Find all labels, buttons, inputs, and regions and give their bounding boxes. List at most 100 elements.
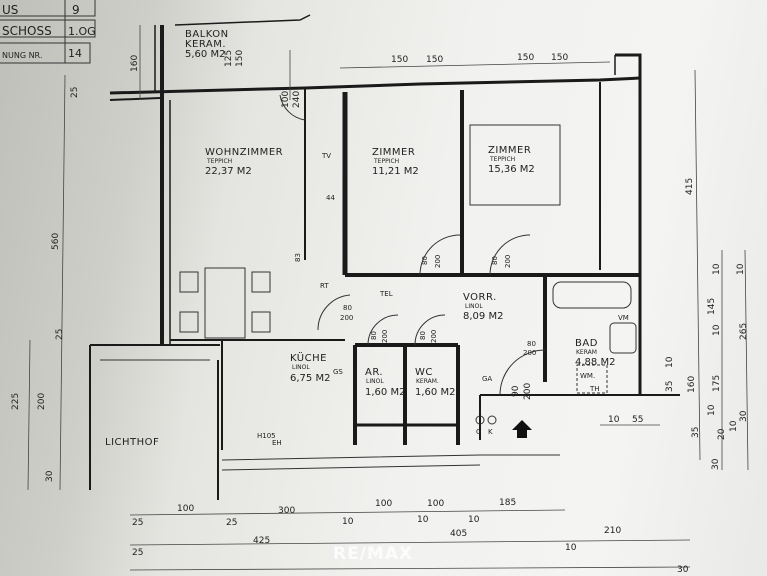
entrance-arrow-icon (512, 420, 532, 438)
dimension-label: 100 (375, 499, 392, 509)
ga-label: GA (482, 375, 492, 383)
th-label: TH (589, 385, 600, 393)
dimension-label: 200 (37, 393, 47, 410)
dimension-label: 10 (707, 404, 717, 416)
info-label-haus: US (2, 3, 18, 17)
dimension-label: 100 (427, 499, 444, 509)
room-name: AR. (365, 367, 383, 378)
room-floor: KERAM. (416, 378, 439, 385)
dimension-label: 55 (632, 415, 643, 425)
door-height: 200 (523, 349, 536, 357)
dimension-label: 100 (177, 504, 194, 514)
door-labels: 80 200 80 200 80 200 80 200 80 200 80 20… (340, 255, 536, 400)
dimension-label: 35 (691, 427, 701, 438)
room-area: 6,75 M2 (290, 373, 330, 384)
room-area: 1,60 M2 (415, 387, 455, 398)
dimension-label: 10 (712, 324, 722, 336)
room-name: KÜCHE (290, 351, 327, 364)
door-width: 80 (419, 331, 427, 340)
room-floor: KERAM. (185, 39, 226, 50)
room-area: 11,21 M2 (372, 166, 419, 177)
dimension-label: 150 (551, 53, 568, 63)
dimension-label: 265 (739, 323, 749, 340)
room-area: 5,60 M2 (185, 49, 225, 60)
room-balkon: BALKON KERAM. 5,60 M2 (185, 29, 228, 60)
info-table: US 9 SCHOSS 1.OG NUNG NR. 14 (0, 0, 96, 64)
dimensions-bottom: 100 300 25 25 100 100 185 10 10 10 425 4… (129, 498, 691, 575)
room-name: ZIMMER (488, 145, 531, 156)
room-area: 22,37 M2 (205, 166, 252, 177)
dimension-label: 83 (294, 253, 302, 262)
walls (89, 14, 680, 500)
dimension-label: 150 (391, 55, 408, 65)
room-zimmer-1: ZIMMER TEPPICH 11,21 M2 (372, 147, 419, 177)
dimension-label: 30 (739, 410, 749, 422)
room-zimmer-2: ZIMMER TEPPICH 15,36 M2 (488, 145, 535, 175)
room-lichthof: LICHTHOF (105, 437, 159, 448)
rt-label: RT (320, 282, 329, 290)
dimension-label: 10 (729, 420, 739, 432)
door-width: 80 (343, 304, 352, 312)
room-name: WOHNZIMMER (205, 147, 283, 158)
dimension-label: 25 (132, 548, 143, 558)
door-width: 80 (370, 331, 378, 340)
room-area: 15,36 M2 (488, 164, 535, 175)
dimension-label: 100 (281, 91, 291, 108)
door-height: 200 (381, 330, 389, 343)
room-floor: LINOL (465, 303, 483, 310)
dimension-label: 405 (450, 529, 467, 539)
dimension-label: 30 (677, 565, 689, 575)
room-floor: LINOL (366, 378, 384, 385)
eh-label: EH (272, 439, 282, 447)
room-area: 8,09 M2 (463, 311, 503, 322)
info-label-geschoss: SCHOSS (2, 24, 52, 38)
dimension-label: 30 (711, 458, 721, 470)
dimension-label: 10 (468, 515, 480, 525)
dimension-label: 30 (45, 470, 55, 482)
dimension-label: 10 (608, 415, 620, 425)
dimension-label: 10 (565, 543, 577, 553)
room-floor: TEPPICH (206, 158, 232, 165)
door-height: 200 (430, 330, 438, 343)
room-floor: TEPPICH (373, 158, 399, 165)
room-vorraum: VORR. LINOL 8,09 M2 (463, 292, 503, 322)
dimension-label: 145 (707, 298, 717, 315)
dimension-label: 560 (51, 233, 61, 250)
washing-machine-label: WM. (580, 372, 595, 380)
room-name: WC (415, 367, 433, 378)
dimension-label: 20 (717, 428, 727, 440)
info-value-wohnung: 14 (68, 47, 82, 60)
dimension-label: 125 (224, 50, 234, 67)
room-area: 4,88 M2 (575, 357, 615, 368)
door-height: 200 (523, 383, 533, 400)
room-wohnzimmer: WOHNZIMMER TEPPICH 22,37 M2 (205, 147, 283, 177)
dimensions-right: 415 10 10 145 10 265 160 175 35 10 10 30… (600, 69, 749, 471)
dimension-label: 10 (736, 263, 746, 275)
room-bad: BAD KERAM 4,88 M2 (575, 338, 615, 368)
dimension-label: 425 (253, 536, 270, 546)
dimension-label: 415 (685, 178, 695, 195)
symbols: TV RT TEL GS GA G K VM WM. TH H105 EH (257, 152, 629, 447)
dimension-label: 25 (55, 329, 65, 340)
dimension-label: 160 (130, 55, 140, 72)
door-height: 200 (504, 255, 512, 268)
room-name: VORR. (463, 292, 497, 303)
room-name: ZIMMER (372, 147, 415, 158)
room-name: BAD (575, 338, 598, 349)
room-floor: LINOL (292, 364, 310, 371)
h105-label: H105 (257, 432, 276, 440)
dimension-label: 10 (417, 515, 429, 525)
tel-label: TEL (379, 290, 393, 298)
dimension-label: 175 (712, 375, 722, 392)
dimension-label: 35 (665, 381, 675, 392)
room-area: 1,60 M2 (365, 387, 405, 398)
dimension-label: 300 (278, 506, 295, 516)
dimension-label: 25 (132, 518, 143, 528)
dimension-label: 10 (712, 263, 722, 275)
room-floor: KERAM (576, 349, 597, 356)
dimension-label: 25 (70, 87, 80, 98)
dimensions-left: 25 560 25 225 200 30 (11, 74, 80, 491)
dimension-label: 225 (11, 393, 21, 410)
dimension-label: 210 (604, 526, 621, 536)
